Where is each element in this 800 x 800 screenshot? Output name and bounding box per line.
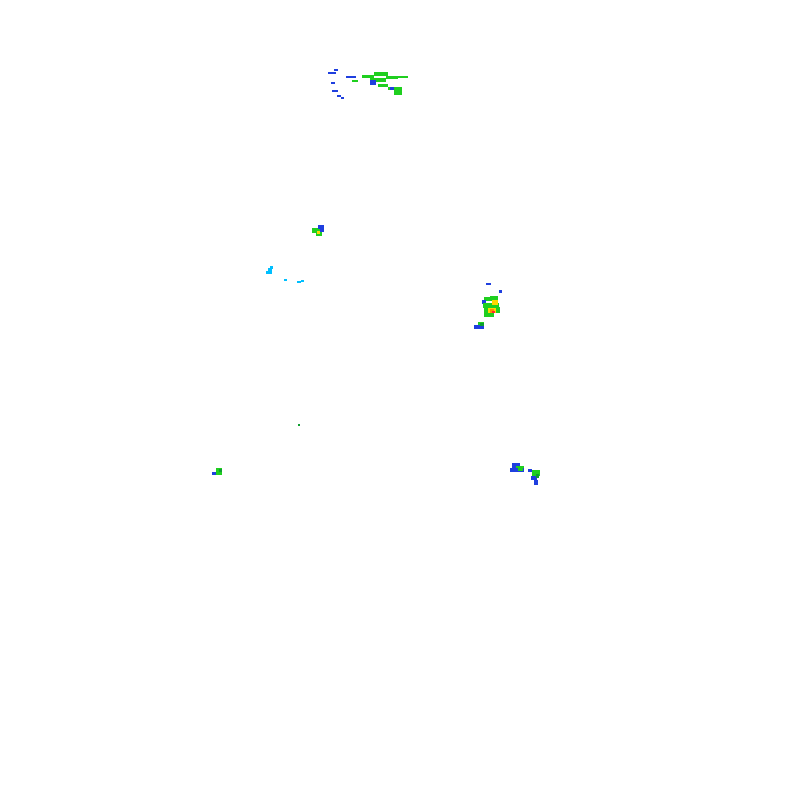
radar-echo-cell xyxy=(318,225,324,229)
radar-echo-cell xyxy=(532,470,540,476)
radar-echo-cell xyxy=(486,283,491,285)
echo-cluster-southwest xyxy=(212,468,222,475)
radar-echo-cell xyxy=(388,87,402,90)
radar-echo-cell xyxy=(320,229,324,232)
radar-echo-cell xyxy=(370,80,376,85)
radar-echo-cell xyxy=(346,76,356,78)
radar-echo-cell xyxy=(270,266,273,269)
radar-echo-cell xyxy=(268,268,272,271)
radar-echo-cell xyxy=(301,280,304,282)
radar-echo-cell xyxy=(518,468,523,471)
radar-echo-cell xyxy=(341,97,344,99)
radar-echo-cell xyxy=(484,313,494,317)
radar-echo-cell xyxy=(386,76,398,79)
radar-echo-cell xyxy=(484,297,492,301)
radar-echo-cell xyxy=(331,82,335,84)
radar-echo-cell xyxy=(512,463,520,468)
radar-echo-cell xyxy=(492,300,498,305)
radar-echo-cell xyxy=(510,468,524,472)
echo-cluster-east-storm xyxy=(474,283,502,329)
echo-cluster-center-north xyxy=(312,225,324,236)
radar-echo-cell xyxy=(298,424,300,426)
radar-echo-cell xyxy=(332,90,338,92)
radar-echo-cell xyxy=(499,290,502,293)
radar-echo-cell xyxy=(284,279,287,281)
echo-cluster-southeast xyxy=(510,463,540,485)
echo-dot-center xyxy=(298,424,300,426)
radar-echo-cell xyxy=(483,303,499,308)
radar-echo-cell xyxy=(266,271,272,274)
radar-echo-cell xyxy=(492,311,495,313)
radar-echo-cell xyxy=(490,296,498,300)
radar-echo-cell xyxy=(317,231,320,234)
radar-echo-cell xyxy=(390,87,394,90)
echo-cluster-north xyxy=(328,69,408,99)
radar-echo-cell xyxy=(378,84,388,87)
radar-echo-cell xyxy=(328,72,336,74)
radar-echo-cell xyxy=(219,469,222,472)
radar-echo-cell xyxy=(352,80,358,82)
echo-cluster-west-light xyxy=(266,266,304,283)
radar-echo-cell xyxy=(398,76,408,78)
radar-echo-cell xyxy=(334,69,338,71)
radar-echo-cell xyxy=(374,72,388,76)
radar-echo-cell xyxy=(370,78,386,82)
radar-echo-cell xyxy=(534,480,538,485)
radar-echo-cell xyxy=(212,472,216,475)
radar-echo-cell xyxy=(394,90,402,95)
radar-echo-cell xyxy=(474,325,484,329)
radar-echo-cell xyxy=(297,281,301,283)
radar-echo-cell xyxy=(362,75,374,78)
radar-echo-cell xyxy=(528,469,532,472)
radar-echo-cell xyxy=(531,476,537,480)
radar-echo-cell xyxy=(480,323,484,326)
radar-echo-cell xyxy=(337,95,341,97)
radar-echo-cell xyxy=(312,228,320,233)
radar-echo-cell xyxy=(536,474,539,478)
radar-echo-cell xyxy=(482,300,486,304)
